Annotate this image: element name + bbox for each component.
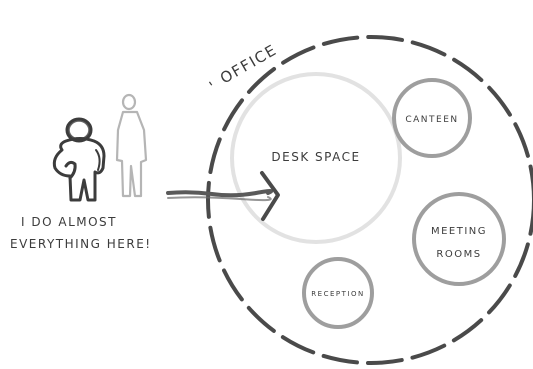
- office-label-tick: ': [206, 77, 221, 95]
- caption-line1: I DO ALMOST: [21, 215, 117, 229]
- meeting-rooms-circle: [414, 194, 504, 284]
- office-label-text: OFFICE: [217, 41, 280, 88]
- caption-line2: EVERYTHING HERE!: [10, 237, 152, 251]
- arrow-icon: [168, 173, 278, 219]
- desk-space-label: DESK SPACE: [271, 150, 360, 164]
- meeting-rooms-label-line1: MEETING: [431, 226, 487, 237]
- reception-label: RECEPTION: [311, 290, 364, 298]
- meeting-rooms-label-line2: ROOMS: [436, 249, 481, 260]
- standing-person-icon: [117, 95, 146, 196]
- canteen-label: CANTEEN: [405, 115, 458, 125]
- person-icon: [54, 119, 104, 200]
